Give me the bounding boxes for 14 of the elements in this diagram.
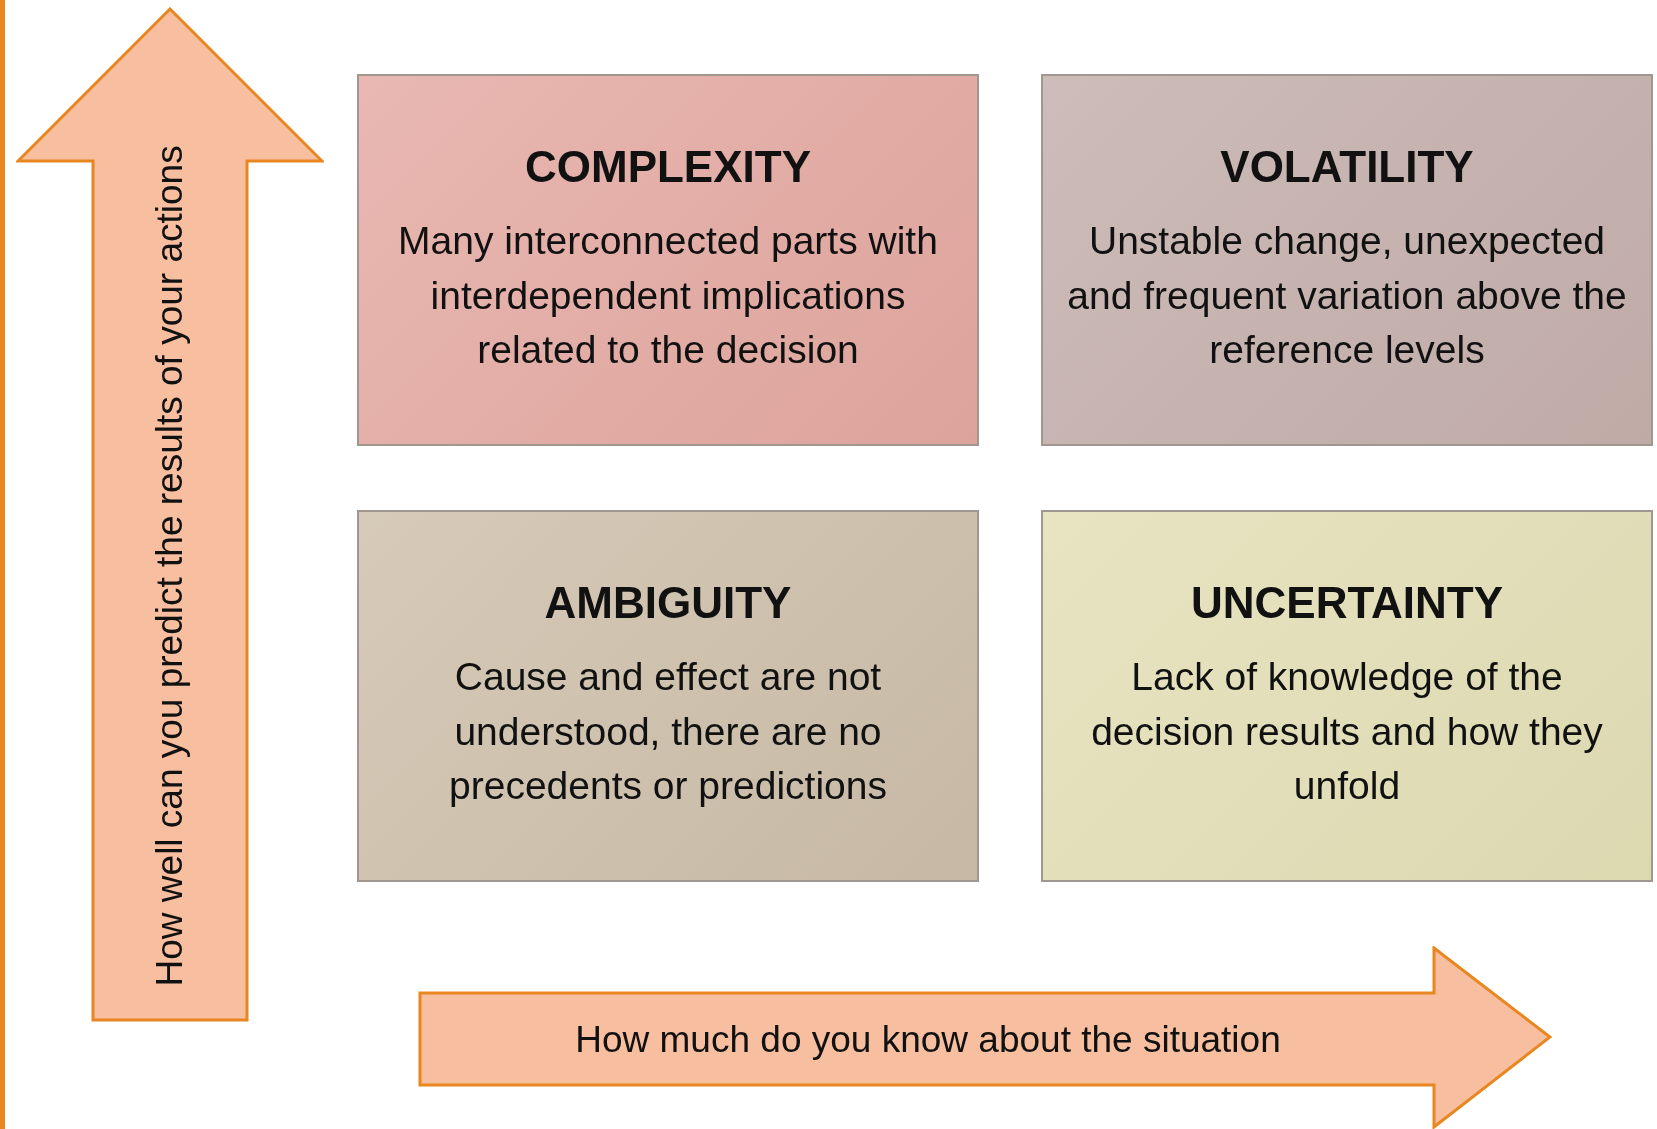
quadrant-title: UNCERTAINTY	[1190, 578, 1504, 629]
quadrant-description: Lack of knowledge of the decision results and how they unfold	[1090, 654, 1604, 810]
quadrant-title: AMBIGUITY	[544, 578, 792, 629]
axis-label: How well can you predict the results of your actions	[148, 144, 192, 989]
quadrant-title: VOLATILITY	[1220, 142, 1474, 193]
quadrant-box	[357, 74, 979, 446]
quadrant-description: Unstable change, unexpected and frequent variation above the reference levels	[1066, 218, 1628, 374]
quadrant-description: Cause and effect are not understood, there are no precedents or predictions	[448, 654, 888, 810]
quadrant-box	[1041, 510, 1653, 882]
quadrant-title: COMPLEXITY	[525, 142, 811, 193]
quadrant-box	[1041, 74, 1653, 446]
axis-label: How much do you know about the situation	[574, 1018, 1282, 1062]
quadrant-description: Many interconnected parts with interdependent implications related to the decision	[397, 218, 939, 374]
quadrant-box	[357, 510, 979, 882]
